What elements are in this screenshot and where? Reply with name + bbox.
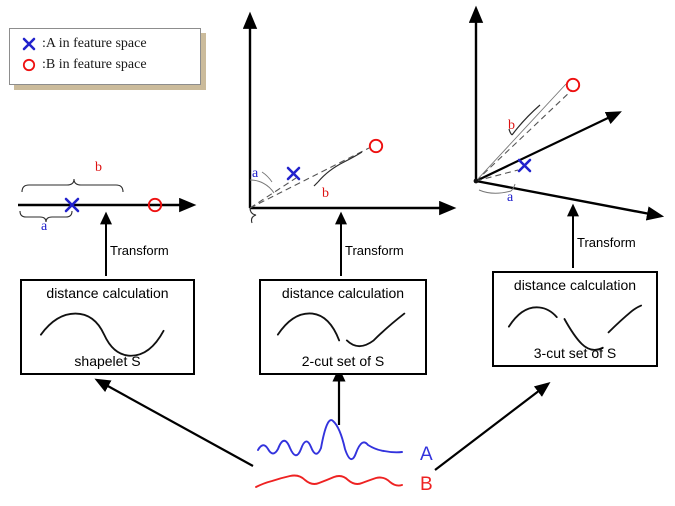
box-shapelet-caption: shapelet S — [74, 353, 141, 369]
feature-space-3d-label-a: a — [507, 190, 514, 205]
transform-label-3: Transform — [577, 235, 636, 250]
circle-marker-red-icon — [20, 56, 40, 74]
legend-item-b-label: :B in feature space — [42, 57, 147, 72]
box-shapelet-title: distance calculation — [46, 285, 169, 301]
legend-item-a-label: :A in feature space — [42, 36, 147, 51]
box-2cut-title: distance calculation — [281, 285, 405, 301]
source-arrow-left — [94, 378, 254, 467]
legend-item-b: :B in feature space — [20, 56, 147, 74]
feature-space-1d-label-b: b — [95, 160, 102, 175]
transform-label-2: Transform — [345, 243, 404, 258]
signal-a-label: A — [420, 444, 433, 465]
feature-space-3d-label-b: b — [508, 118, 515, 133]
signal-a-curve — [257, 419, 403, 460]
feature-space-2d-label-b: b — [322, 186, 329, 201]
x-marker-blue-icon — [20, 35, 40, 53]
box-3cut: distance calculation 3-cut set of S — [492, 271, 658, 367]
box-2cut-waveform — [276, 312, 406, 348]
feature-space-3d — [468, 5, 665, 221]
source-arrow-right — [434, 382, 551, 471]
feature-space-1d — [18, 178, 197, 223]
legend-item-a: :A in feature space — [20, 35, 147, 53]
box-3cut-caption: 3-cut set of S — [533, 345, 617, 361]
box-shapelet-waveform — [39, 312, 165, 357]
signal-b-label: B — [420, 474, 433, 495]
legend-box: :A in feature space :B in feature space — [9, 28, 201, 85]
box-2cut: distance calculation 2-cut set of S — [259, 279, 427, 375]
feature-space-2d — [242, 11, 457, 224]
feature-space-2d-label-a: a — [252, 166, 259, 181]
box-3cut-title: distance calculation — [513, 277, 637, 293]
signal-b-curve — [255, 474, 403, 488]
box-shapelet: distance calculation shapelet S — [20, 279, 195, 375]
transform-label-1: Transform — [110, 243, 169, 258]
feature-space-1d-label-a: a — [41, 219, 48, 234]
box-2cut-caption: 2-cut set of S — [301, 353, 385, 369]
box-3cut-waveform — [507, 304, 643, 351]
